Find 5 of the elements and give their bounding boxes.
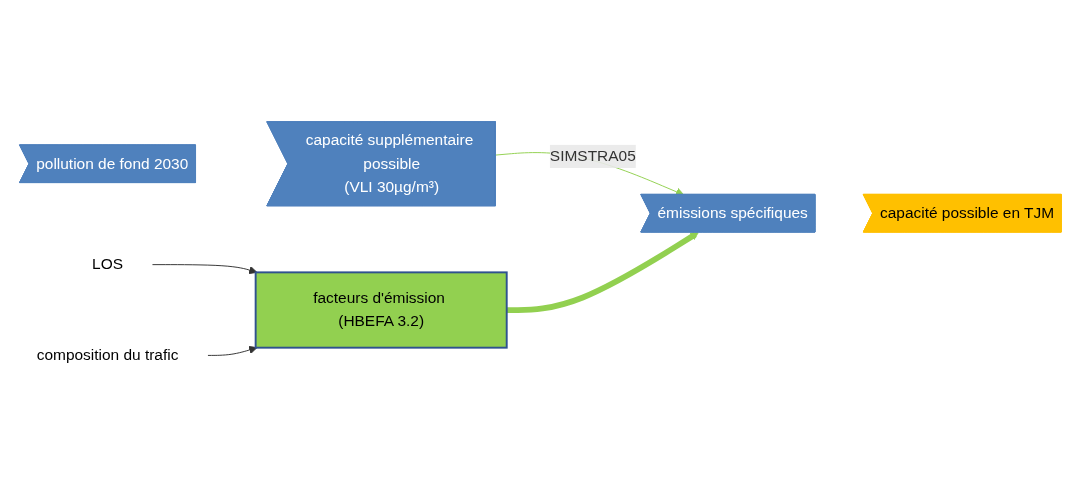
node-text: LOS	[92, 256, 124, 273]
node-text: composition du trafic	[36, 347, 179, 364]
node-box: facteurs d'émission (HBEFA 3.2)	[254, 271, 508, 350]
arrow	[506, 232, 699, 314]
edge-label: SIMSTRA05	[549, 148, 636, 165]
